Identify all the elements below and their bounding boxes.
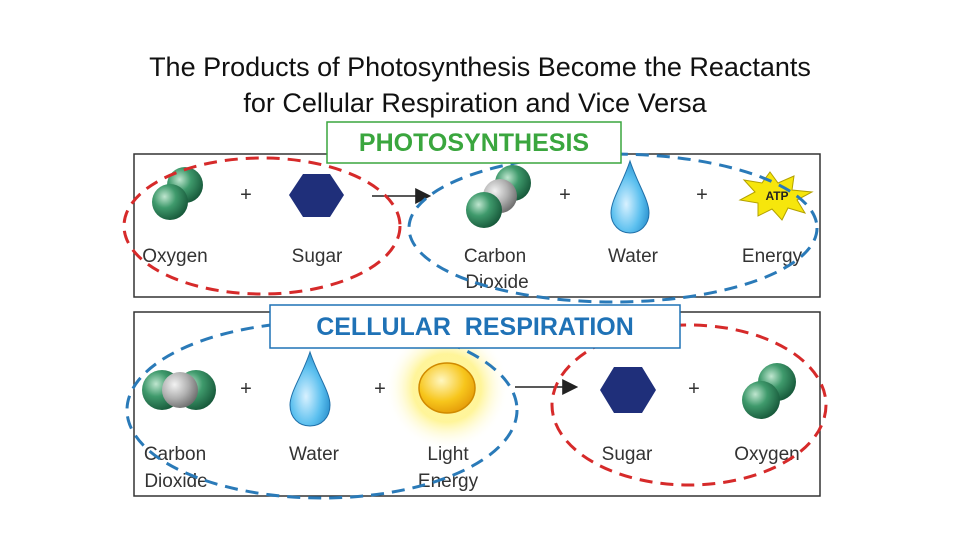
atp-label: ATP bbox=[765, 189, 788, 203]
label-dioxide: Dioxide bbox=[144, 471, 207, 492]
plus-sign: + bbox=[559, 184, 571, 206]
label-water: Water bbox=[608, 246, 659, 267]
label-water: Water bbox=[289, 444, 340, 465]
plus-sign: + bbox=[688, 378, 700, 400]
label-oxygen: Oxygen bbox=[142, 246, 207, 267]
label-sugar: Sugar bbox=[292, 246, 343, 267]
label-carbon: Carbon bbox=[464, 246, 526, 267]
photosynthesis-heading: PHOTOSYNTHESIS bbox=[359, 129, 589, 157]
label-energy: Energy bbox=[418, 471, 479, 492]
label-light: Light bbox=[427, 444, 469, 465]
plus-sign: + bbox=[374, 378, 386, 400]
plus-sign: + bbox=[240, 378, 252, 400]
label-oxygen: Oxygen bbox=[734, 444, 799, 465]
respiration-heading: CELLULAR RESPIRATION bbox=[316, 313, 634, 341]
plus-sign: + bbox=[240, 184, 252, 206]
carbon-dioxide-molecule-icon bbox=[142, 370, 216, 410]
plus-sign: + bbox=[696, 184, 708, 206]
label-sugar: Sugar bbox=[602, 444, 653, 465]
